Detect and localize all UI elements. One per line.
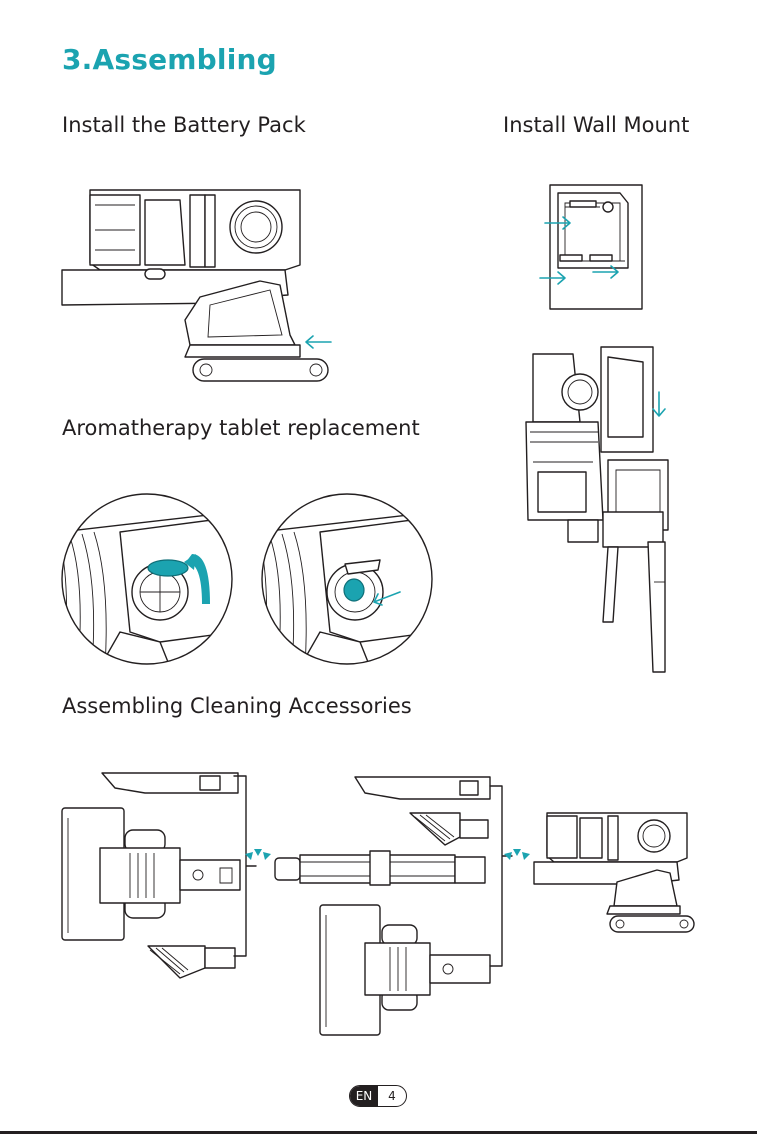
tube-assembly-illustration <box>270 775 505 1040</box>
arrow-icon <box>537 270 569 286</box>
arrow-icon <box>182 552 212 607</box>
bottom-rule <box>0 1131 757 1134</box>
arrow-icon <box>303 334 333 350</box>
heading-battery: Install the Battery Pack <box>62 113 306 137</box>
arrow-icon <box>370 588 402 608</box>
arrow-icon <box>650 390 668 420</box>
connector-bracket <box>232 774 258 960</box>
heading-aroma: Aromatherapy tablet replacement <box>62 416 420 440</box>
arrow-icon <box>542 215 574 231</box>
connect-icon <box>243 846 273 866</box>
connect-icon <box>502 846 532 866</box>
heading-accessories: Assembling Cleaning Accessories <box>62 694 412 718</box>
floor-brush-assembly-illustration <box>60 768 250 983</box>
wall-mount-screws-illustration <box>530 183 650 313</box>
page-badge: EN 4 <box>349 1085 407 1107</box>
page-title: 3.Assembling <box>62 43 277 76</box>
arrow-icon <box>590 264 622 280</box>
language-label: EN <box>350 1086 378 1106</box>
main-unit-illustration <box>532 808 697 933</box>
battery-install-illustration <box>60 185 340 385</box>
connector-bracket <box>488 784 514 970</box>
heading-wall-mount: Install Wall Mount <box>503 113 689 137</box>
page-number: 4 <box>378 1086 406 1106</box>
aroma-close-illustration <box>260 492 435 667</box>
